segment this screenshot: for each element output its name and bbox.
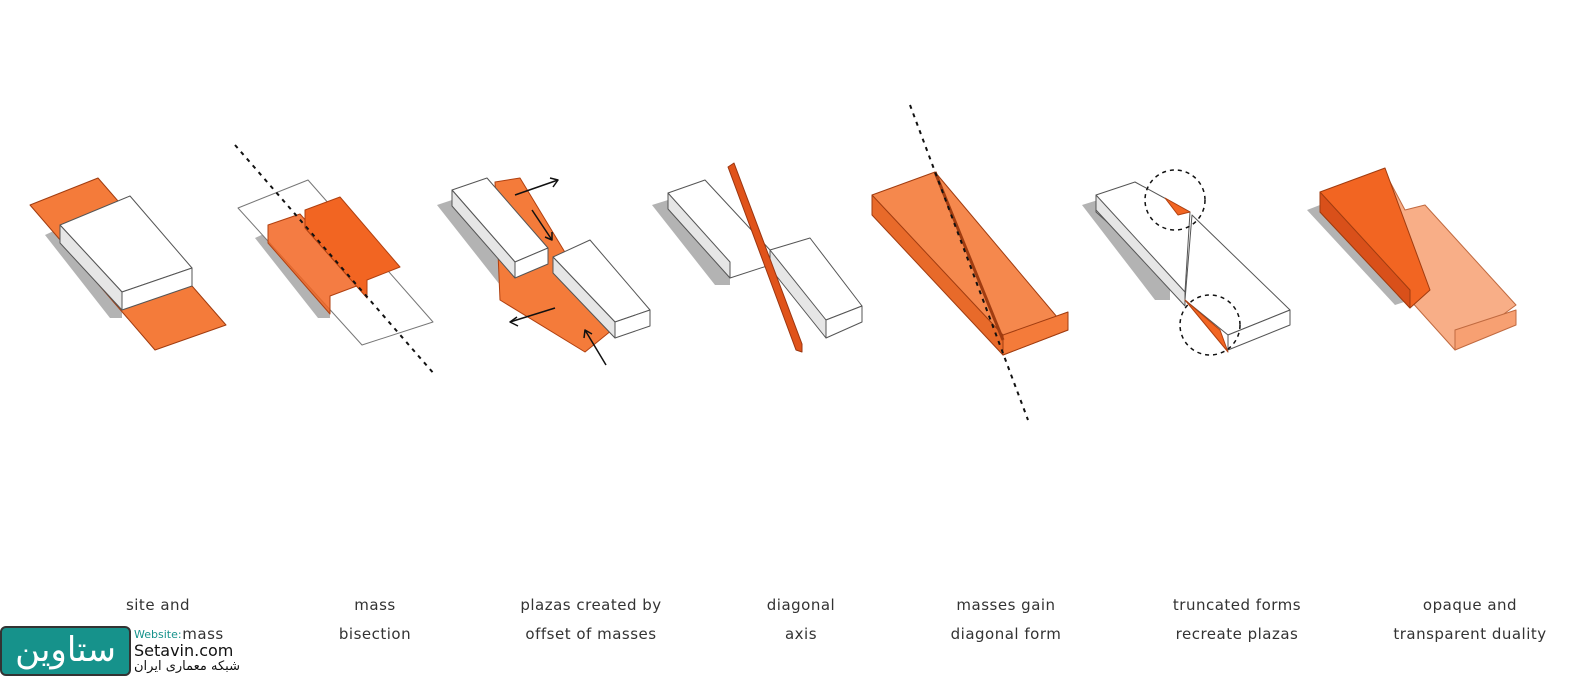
caption-diagonal-axis: diagonal axis bbox=[691, 591, 911, 649]
watermark-website-label: Website: bbox=[134, 628, 182, 641]
caption-line: bisection bbox=[338, 625, 412, 643]
caption-opaque-transparent: opaque and transparent duality bbox=[1360, 591, 1580, 649]
caption-line: plazas created by bbox=[520, 596, 662, 614]
caption-line: offset of masses bbox=[525, 625, 657, 643]
caption-site-and-mass: site and mass bbox=[48, 591, 268, 649]
caption-line: diagonal bbox=[766, 596, 836, 614]
caption-line: masses gain bbox=[956, 596, 1056, 614]
watermark-text: Website: Setavin.com شبکه معماری ایران bbox=[134, 627, 240, 674]
caption-line: site and bbox=[125, 596, 191, 614]
diagram-plazas-offset bbox=[437, 177, 651, 366]
caption-line: axis bbox=[784, 625, 818, 643]
watermark-logo: ستاوین bbox=[0, 626, 131, 676]
diagram-diagonal-axis bbox=[652, 162, 863, 353]
caption-truncated-forms: truncated forms recreate plazas bbox=[1127, 591, 1347, 649]
caption-diagonal-form: masses gain diagonal form bbox=[896, 591, 1116, 649]
caption-line: opaque and bbox=[1422, 596, 1518, 614]
caption-line: mass bbox=[354, 596, 396, 614]
diagram-diagonal-form bbox=[871, 104, 1069, 421]
watermark-tagline: شبکه معماری ایران bbox=[134, 659, 240, 674]
watermark-site: Setavin.com bbox=[134, 641, 234, 660]
caption-line: diagonal form bbox=[950, 625, 1062, 643]
diagram-truncated-forms bbox=[1082, 169, 1291, 356]
caption-line: transparent duality bbox=[1393, 625, 1547, 643]
diagram-site-and-mass bbox=[29, 177, 227, 351]
caption-line: truncated forms bbox=[1172, 596, 1302, 614]
diagram-opaque-transparent bbox=[1307, 167, 1517, 351]
caption-mass-bisection: mass bisection bbox=[265, 591, 485, 649]
caption-plazas: plazas created by offset of masses bbox=[481, 591, 701, 649]
diagram-mass-bisection bbox=[234, 144, 436, 376]
caption-line: mass bbox=[182, 625, 224, 643]
caption-line: recreate plazas bbox=[1175, 625, 1299, 643]
